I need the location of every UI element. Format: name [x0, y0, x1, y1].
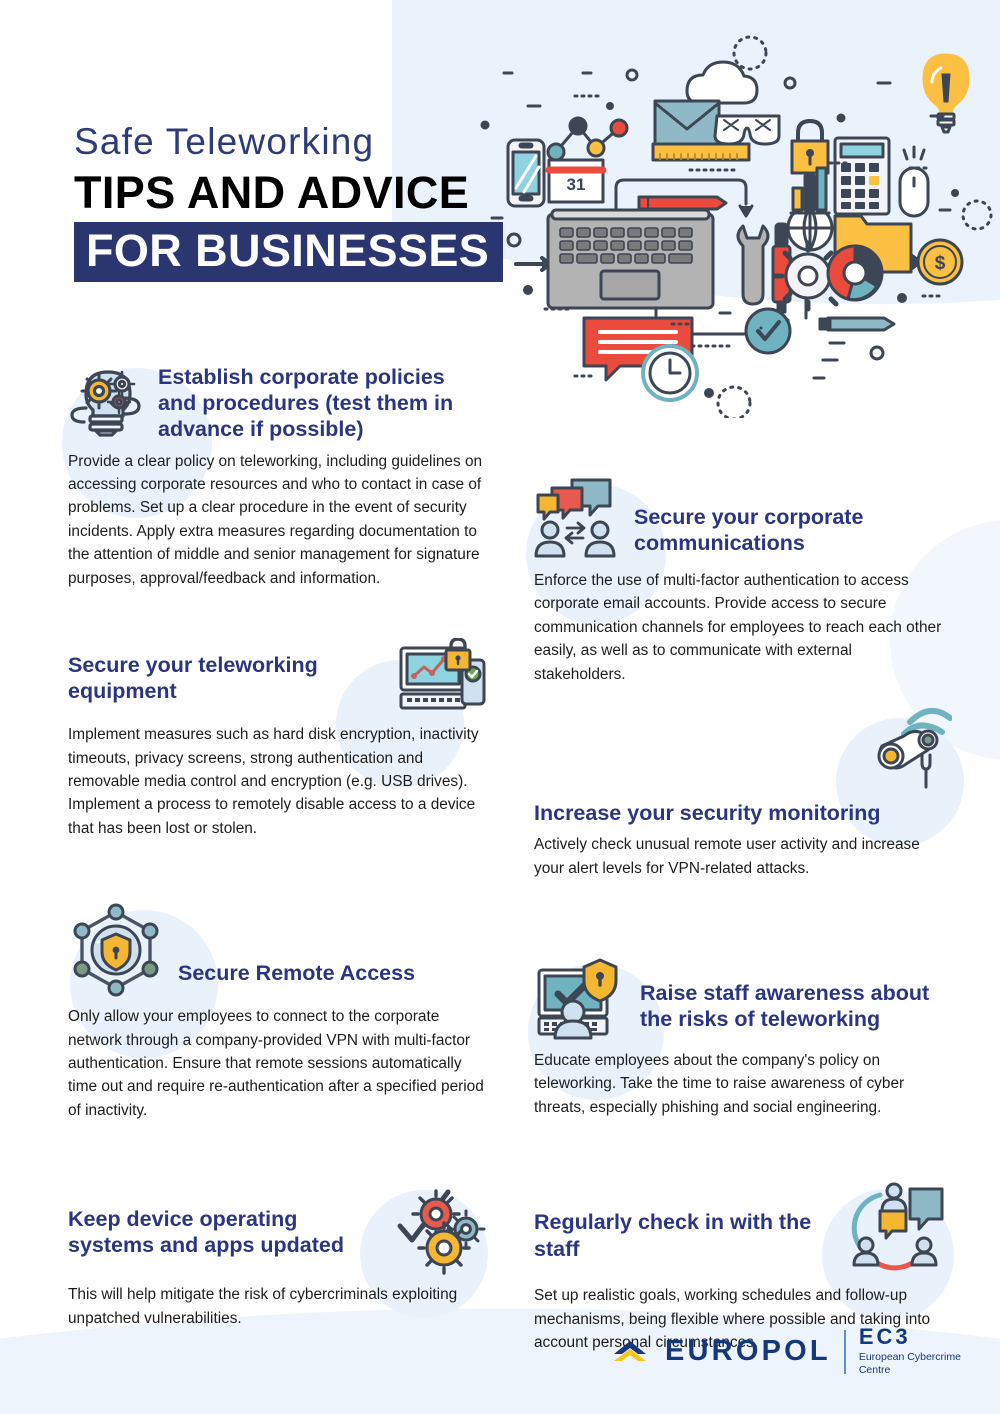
coin-icon: $ — [916, 238, 964, 286]
calculator-icon — [833, 136, 891, 216]
section-title: Keep device operating systems and apps u… — [68, 1207, 344, 1258]
lightbulb-icon — [922, 53, 970, 134]
section-title: Secure Remote Access — [178, 960, 416, 985]
section-title: Increase your security monitoring — [534, 801, 881, 826]
security-camera-signal-icon — [877, 708, 952, 789]
laptop-lock-phone-icon — [399, 638, 486, 710]
clock-icon — [641, 344, 699, 402]
bg-circle-right — [890, 520, 1000, 760]
svg-text:31: 31 — [567, 175, 586, 194]
ec3-title: EC3 — [858, 1324, 911, 1349]
section-body: This will help mitigate the risk of cybe… — [68, 1286, 458, 1327]
section-secure-remote-access: Secure Remote Access Only allow your emp… — [68, 902, 488, 1122]
right-column: Secure your corporate communications Enf… — [526, 478, 964, 1397]
computer-mouse-icon — [898, 145, 930, 218]
wrench-icon — [736, 224, 770, 306]
footer-curved-band — [0, 1308, 1000, 1414]
section-security-monitoring: Increase your security monitoring Active… — [534, 708, 964, 880]
check-circle-icon — [744, 307, 792, 355]
wire-top — [614, 178, 748, 223]
hero-white-swoosh — [392, 232, 1000, 430]
laptop-icon — [546, 208, 715, 310]
section-body: Actively check unusual remote user activ… — [534, 836, 920, 877]
bar-chart-icon — [789, 166, 831, 215]
glasses-icon — [713, 114, 781, 146]
ec3-subtitle-line1: European Cybercrime — [858, 1351, 961, 1364]
arrow-down-head — [738, 204, 754, 218]
padlock-icon — [790, 119, 830, 175]
section-title: Establish corporate policies and procedu… — [158, 365, 454, 442]
section-body: Enforce the use of multi-factor authenti… — [534, 572, 942, 683]
section-secure-communications: Secure your corporate communications Enf… — [526, 478, 946, 686]
svg-text:$: $ — [935, 253, 946, 274]
cloud-icon — [685, 60, 759, 105]
donut-chart-icon — [826, 244, 884, 302]
ec3-block: EC3 European Cybercrime Centre — [858, 1324, 961, 1377]
footer: EUROPOL EC3 European Cybercrime Centre — [0, 1294, 1000, 1414]
section-title: Regularly check in with the staff — [534, 1210, 812, 1261]
section-body: Educate employees about the company's po… — [534, 1052, 905, 1116]
monitor-user-shield-icon — [537, 958, 618, 1040]
hero-section: 31 — [0, 0, 1000, 430]
left-column: Establish corporate policies and procedu… — [62, 362, 488, 1372]
pencil-icon — [637, 195, 728, 211]
hero-left-wedge — [392, 0, 455, 210]
section-establish-policies: Establish corporate policies and procedu… — [62, 362, 488, 590]
section-staff-awareness: Raise staff awareness about the risks of… — [528, 958, 946, 1119]
europol-wave-logo — [614, 1340, 646, 1361]
gears-checkmark-icon — [397, 1189, 486, 1275]
section-keep-updated: Keep device operating systems and apps u… — [68, 1184, 488, 1330]
section-title: Secure your corporate communications — [634, 504, 864, 555]
europol-wordmark: EUROPOL — [665, 1335, 831, 1368]
section-body: Only allow your employees to connect to … — [68, 1008, 484, 1119]
section-check-in-staff: Regularly check in with the staff Set up… — [534, 1182, 954, 1354]
section-body: Provide a clear policy on teleworking, i… — [68, 452, 483, 587]
team-chat-circle-icon — [851, 1182, 944, 1271]
title-subtitle: Safe Teleworking — [74, 121, 375, 162]
lightbulb-gears-icon — [70, 370, 141, 437]
section-title: Raise staff awareness about the risks of… — [640, 981, 930, 1032]
section-body: Set up realistic goals, working schedule… — [534, 1287, 931, 1352]
decorative-dots — [480, 35, 993, 418]
title-main: TIPS AND ADVICE — [74, 166, 470, 218]
teleworking-devices-illustration: 31 — [480, 35, 993, 418]
smartphone-icon — [506, 138, 546, 208]
title-band: FOR BUSINESSES — [74, 222, 504, 283]
section-secure-equipment: Secure your teleworking equipment Implem… — [68, 638, 488, 840]
ec3-subtitle-line2: Centre — [858, 1364, 891, 1377]
people-chat-bubbles-icon — [534, 478, 616, 558]
ruler-icon — [651, 142, 751, 162]
logo-divider — [843, 1329, 846, 1374]
network-shield-lock-icon — [73, 903, 159, 997]
line-chart-icon — [546, 116, 629, 162]
envelope-icon — [653, 99, 721, 147]
section-title: Secure your teleworking equipment — [68, 653, 318, 704]
page-title: Safe Teleworking TIPS AND ADVICE FOR BUS… — [74, 121, 504, 283]
calendar-icon: 31 — [545, 158, 607, 204]
europol-ec3-logo: EUROPOL EC3 European Cybercrime Centre — [612, 1324, 961, 1377]
section-body: Implement measures such as hard disk enc… — [68, 726, 479, 837]
pen-icon — [818, 316, 896, 332]
